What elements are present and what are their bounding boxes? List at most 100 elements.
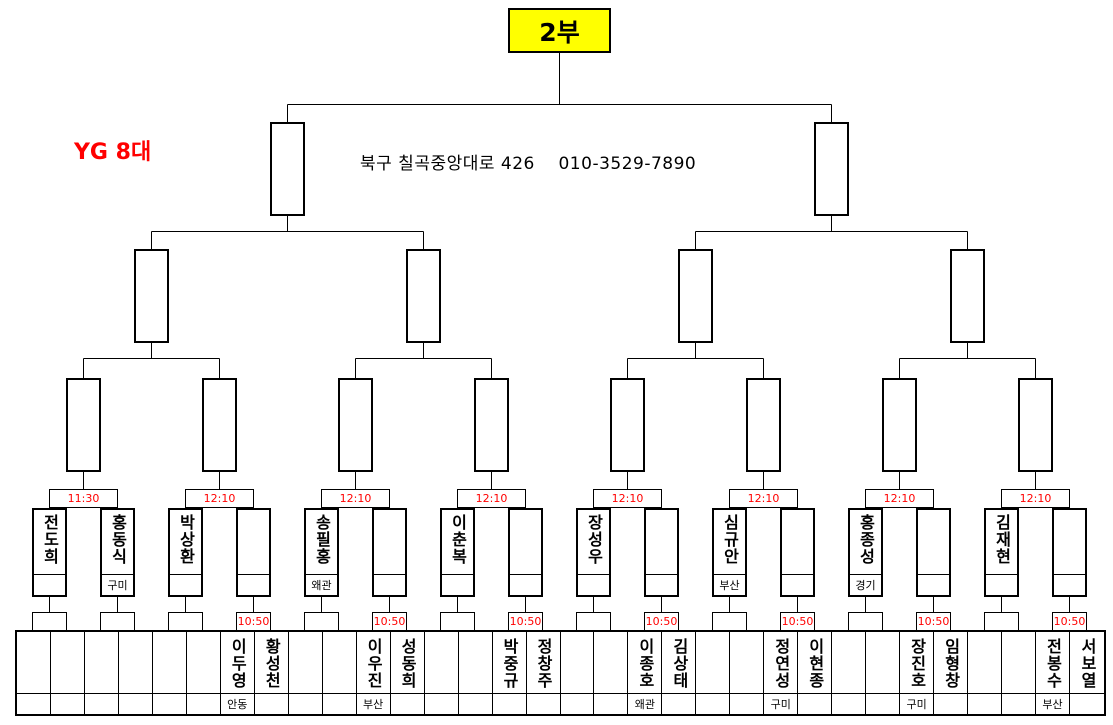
prelim-player-cell [17,632,51,714]
match-time-text: 12:10 [611,492,644,505]
player-region [288,693,322,714]
player-name-cell: 정연성 [764,638,797,700]
prelim-player-cell [696,632,731,714]
player-name-cell [866,638,899,700]
player-region [782,574,813,595]
player-name: 장진호 [907,638,927,689]
prelim-match-box: 10:50 [508,612,543,631]
player-name-cell: 이종호 [628,638,661,700]
player-name-cell: 전도희 [34,514,65,576]
player-name-cell: 박중규 [493,638,526,700]
player-name-cell: 임형창 [934,638,967,700]
player-region: 왜관 [628,693,662,714]
player-region [50,693,84,714]
prelim-player-cell [730,632,765,714]
player-name-cell [153,638,186,700]
prelim-match-box [848,612,883,631]
player-name: 홍동식 [108,514,128,565]
prelim-player-cell [186,632,221,714]
prelim-match-box: 10:50 [236,612,271,631]
player-slot [780,508,815,597]
player-region: 부산 [714,574,745,595]
player-name: 황성천 [262,638,282,689]
prelim-match-box [100,612,135,631]
match-time-text: 12:10 [203,492,236,505]
match-time-text: 12:10 [747,492,780,505]
prelim-match-box: 10:50 [916,612,951,631]
player-name: 김상태 [669,638,689,689]
quarterfinal-slot [134,249,169,343]
player-region [492,693,526,714]
player-region [118,693,152,714]
player-region: 구미 [764,693,798,714]
prelim-player-cell [118,632,153,714]
player-name-cell [323,638,356,700]
player-name-cell [1054,514,1085,576]
prelim-match-box [304,612,339,631]
player-slot: 장성우 [576,508,611,597]
player-name-cell: 정창주 [527,638,560,700]
group-label: YG 8대 [74,140,152,165]
player-region [696,693,730,714]
player-region: 부산 [356,693,390,714]
player-slot [916,508,951,597]
match-time-text: 11:30 [67,492,100,505]
match-time-text: 12:10 [1019,492,1052,505]
prelim-match-box [440,612,475,631]
division-title-text: 2부 [539,17,580,47]
prelim-player-cell [1002,632,1037,714]
player-name: 임형창 [941,638,961,689]
match-time: 12:10 [593,489,662,508]
match-time: 12:10 [321,489,390,508]
player-region [442,574,473,595]
player-region [1054,574,1085,595]
player-region: 경기 [850,574,881,595]
player-name: 심규안 [720,514,740,565]
player-region [918,574,949,595]
player-region [152,693,186,714]
player-slot [372,508,407,597]
player-name-cell: 이현종 [798,638,831,700]
player-name: 정연성 [771,638,791,689]
player-name-cell [730,638,763,700]
player-name: 장성우 [584,514,604,565]
prelim-time-text: 10:50 [509,615,542,628]
player-region [526,693,560,714]
player-name-cell: 송필홍 [306,514,337,576]
prelim-player-cell: 임형창 [934,632,969,714]
prelim-time-text: 10:50 [781,615,814,628]
player-name-cell [696,638,729,700]
round16-slot [202,378,237,472]
round16-slot [474,378,509,472]
player-slot [644,508,679,597]
player-name-cell [51,638,84,700]
semifinal-slot [814,122,849,216]
player-region [322,693,356,714]
prelim-player-cell [866,632,901,714]
venue-address: 북구 칠곡중앙대로 426 010-3529-7890 [360,154,697,174]
prelim-match-box [32,612,67,631]
round16-slot [746,378,781,472]
prelim-match-box: 10:50 [1052,612,1087,631]
player-name-cell [425,638,458,700]
player-name-cell: 이우진 [357,638,390,700]
player-name-cell [646,514,677,576]
match-time: 11:30 [49,489,118,508]
player-region [560,693,594,714]
prelim-player-cell [288,632,323,714]
player-name-cell: 이춘복 [442,514,473,576]
player-name: 이종호 [635,638,655,689]
player-name: 이춘복 [448,514,468,565]
player-name-cell: 서보열 [1070,638,1104,700]
player-name-cell [238,514,269,576]
player-name-cell [918,514,949,576]
player-region [84,693,118,714]
player-region: 왜관 [306,574,337,595]
match-time-text: 12:10 [475,492,508,505]
prelim-player-cell [968,632,1003,714]
prelim-match-box: 10:50 [780,612,815,631]
